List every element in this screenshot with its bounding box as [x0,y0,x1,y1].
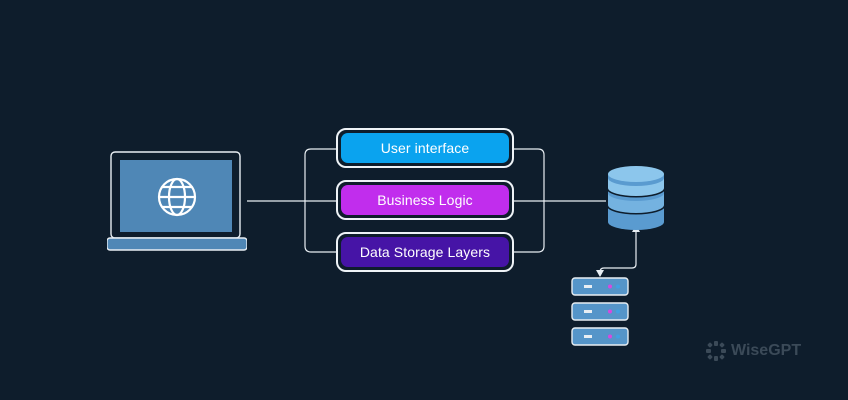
database-icon [606,166,666,230]
watermark-text: WiseGPT [731,342,802,359]
wisegpt-logo-icon [706,341,726,361]
layer-business-logic-label: Business Logic [341,185,509,215]
layer-user-interface: User interface [336,128,514,168]
server-rack-icon [571,277,629,346]
layer-data-storage: Data Storage Layers [336,232,514,272]
laptop-globe-icon [107,151,247,251]
watermark-logo: WiseGPT [705,340,801,362]
layer-business-logic: Business Logic [336,180,514,220]
arrow-down-icon [596,270,604,277]
layer-user-interface-label: User interface [341,133,509,163]
layer-data-storage-label: Data Storage Layers [341,237,509,267]
globe-icon [157,177,197,217]
